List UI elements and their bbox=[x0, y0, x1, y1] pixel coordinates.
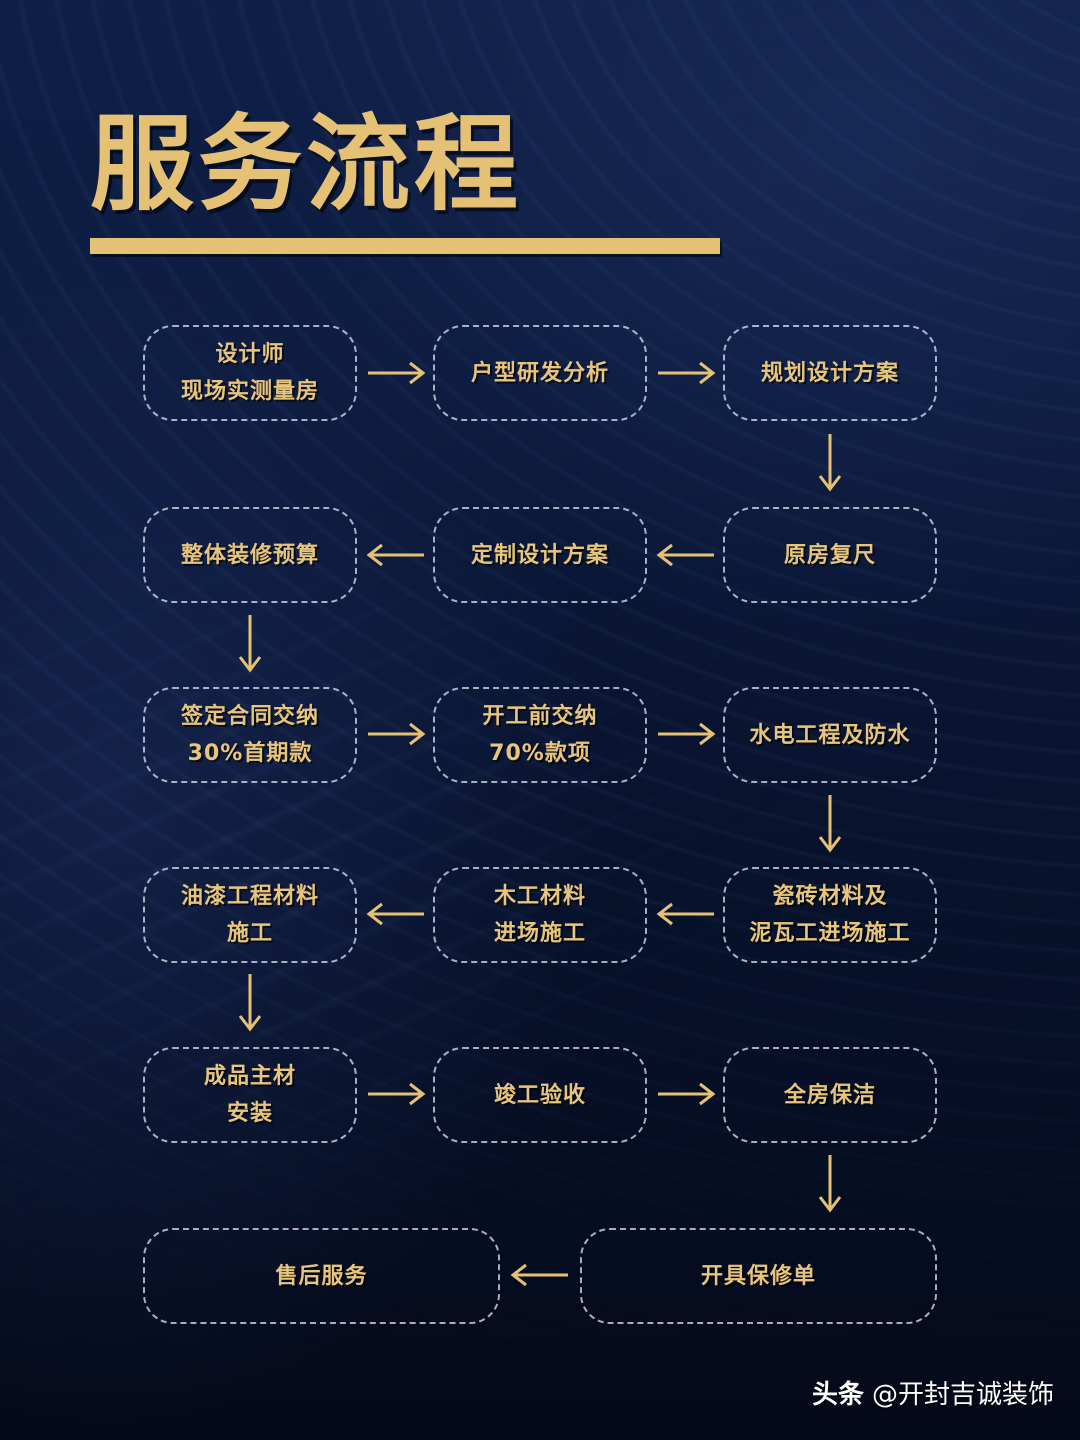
step-label: 木工材料 bbox=[493, 884, 586, 909]
arrow-right-icon bbox=[656, 1082, 716, 1106]
watermark: 头条@开封吉诚装饰 bbox=[812, 1382, 1054, 1408]
arrow-left-icon bbox=[656, 543, 716, 567]
step-after-sales: 售后服务 bbox=[143, 1228, 500, 1324]
title-underline bbox=[90, 238, 720, 254]
arrow-down-icon bbox=[238, 613, 262, 673]
step-label: 70%款项 bbox=[489, 741, 591, 766]
watermark-account: @开封吉诚装饰 bbox=[871, 1380, 1054, 1410]
step-label: 原房复尺 bbox=[783, 542, 876, 568]
step-label: 户型研发分析 bbox=[470, 360, 609, 386]
step-floorplan-analysis: 户型研发分析 bbox=[433, 325, 647, 421]
page-title: 服务流程 bbox=[90, 103, 523, 225]
step-label: 30%首期款 bbox=[187, 741, 313, 766]
step-custom-design: 定制设计方案 bbox=[433, 507, 647, 603]
step-painting: 油漆工程材料 施工 bbox=[143, 867, 357, 963]
step-tiling: 瓷砖材料及 泥瓦工进场施工 bbox=[723, 867, 937, 963]
arrow-left-icon bbox=[656, 902, 716, 926]
arrow-left-icon bbox=[366, 543, 426, 567]
step-label: 油漆工程材料 bbox=[180, 884, 319, 909]
step-label: 施工 bbox=[226, 921, 273, 946]
step-label: 开工前交纳 bbox=[482, 704, 598, 729]
step-budget: 整体装修预算 bbox=[143, 507, 357, 603]
step-label: 整体装修预算 bbox=[180, 542, 319, 568]
step-warranty: 开具保修单 bbox=[580, 1228, 937, 1324]
arrow-down-icon bbox=[818, 793, 842, 853]
step-label: 开具保修单 bbox=[700, 1263, 816, 1289]
step-final-payment: 开工前交纳 70%款项 bbox=[433, 687, 647, 783]
step-label: 签定合同交纳 bbox=[180, 704, 319, 729]
step-contract-deposit: 签定合同交纳 30%首期款 bbox=[143, 687, 357, 783]
step-label: 定制设计方案 bbox=[470, 542, 609, 568]
step-carpentry: 木工材料 进场施工 bbox=[433, 867, 647, 963]
watermark-brand: 头条 bbox=[811, 1380, 864, 1410]
arrow-down-icon bbox=[818, 432, 842, 492]
step-label: 规划设计方案 bbox=[760, 360, 899, 386]
step-completion-inspection: 竣工验收 bbox=[433, 1047, 647, 1143]
step-site-measurement: 设计师 现场实测量房 bbox=[143, 325, 357, 421]
step-remeasure: 原房复尺 bbox=[723, 507, 937, 603]
step-label: 进场施工 bbox=[493, 921, 586, 946]
step-main-materials-install: 成品主材 安装 bbox=[143, 1047, 357, 1143]
arrow-right-icon bbox=[366, 361, 426, 385]
step-label: 现场实测量房 bbox=[180, 379, 319, 404]
step-design-plan: 规划设计方案 bbox=[723, 325, 937, 421]
step-cleaning: 全房保洁 bbox=[723, 1047, 937, 1143]
arrow-left-icon bbox=[510, 1263, 570, 1287]
step-label: 水电工程及防水 bbox=[749, 722, 911, 748]
step-plumbing-electrical: 水电工程及防水 bbox=[723, 687, 937, 783]
step-label: 安装 bbox=[226, 1101, 273, 1126]
step-label: 全房保洁 bbox=[783, 1082, 876, 1108]
step-label: 设计师 bbox=[215, 342, 285, 367]
arrow-down-icon bbox=[238, 972, 262, 1032]
arrow-left-icon bbox=[366, 902, 426, 926]
step-label: 成品主材 bbox=[203, 1064, 296, 1089]
arrow-right-icon bbox=[656, 361, 716, 385]
arrow-right-icon bbox=[366, 722, 426, 746]
step-label: 竣工验收 bbox=[493, 1082, 586, 1108]
arrow-down-icon bbox=[818, 1153, 842, 1213]
step-label: 售后服务 bbox=[275, 1263, 368, 1289]
step-label: 瓷砖材料及 bbox=[772, 884, 888, 909]
arrow-right-icon bbox=[656, 722, 716, 746]
step-label: 泥瓦工进场施工 bbox=[749, 921, 911, 946]
arrow-right-icon bbox=[366, 1082, 426, 1106]
